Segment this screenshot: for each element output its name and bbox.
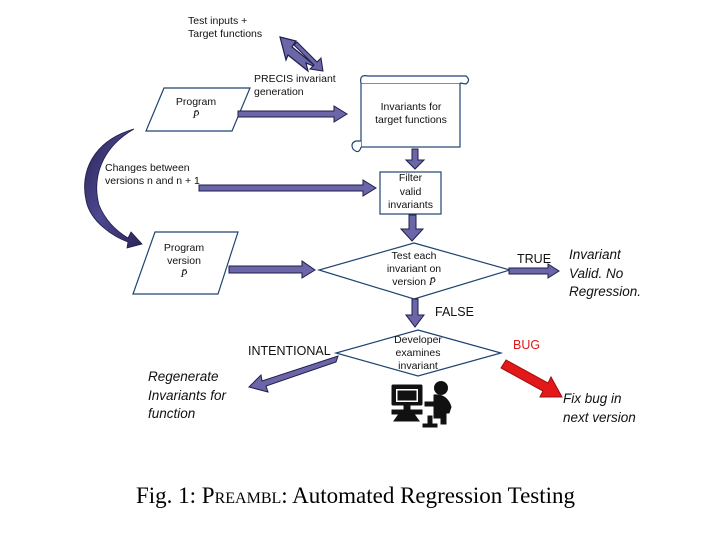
intentional-label: INTENTIONAL [248,344,331,358]
precis-label: PRECIS invariant generation [254,73,336,99]
program-version-box [132,231,239,295]
arrow-version-to-test [228,260,316,279]
figure-caption: Fig. 1: Preambl: Automated Regression Te… [135,483,576,508]
false-label: FALSE [435,305,474,319]
invariants-scroll-box [351,75,470,153]
arrow-intentional [248,355,339,393]
developer-at-computer-icon [391,381,452,428]
developer-diamond-label: Developer examines invariant [394,334,442,373]
bug-label: BUG [513,338,541,352]
true-outcome: Invariant Valid. No Regression. [569,247,642,300]
true-label: TRUE [517,252,552,266]
invariants-box-label: Invariants for target functions [375,101,447,127]
arrow-true [508,263,560,279]
arrow-filter-to-test [399,214,425,242]
program-version-label: Program version P̄ [163,242,205,281]
curved-arrow [84,128,143,249]
intentional-outcome: Regenerate Invariants for function [148,369,227,422]
lightning-bolt-icon [279,36,319,73]
program-box [145,87,251,132]
test-diamond-label: Test each invariant on version P̄ [386,250,442,289]
arrow-program-to-invariants [237,105,348,123]
arrow-false [405,298,425,328]
program-box-label: Program P̄ [175,96,217,122]
developer-diamond [333,329,504,377]
bug-outcome: Fix bug in next version [563,391,636,425]
arrow-changes-to-filter [198,179,377,197]
changes-label: Changes between versions n and n + 1 [105,162,200,188]
arrow-bug [500,359,563,398]
test-inputs-label: Test inputs + Target functions [188,15,263,41]
arrow-invariants-to-filter [404,148,426,170]
arrow-test-inputs [293,41,324,72]
filter-box-label: Filter valid invariants [388,172,433,212]
filter-box [379,171,442,215]
